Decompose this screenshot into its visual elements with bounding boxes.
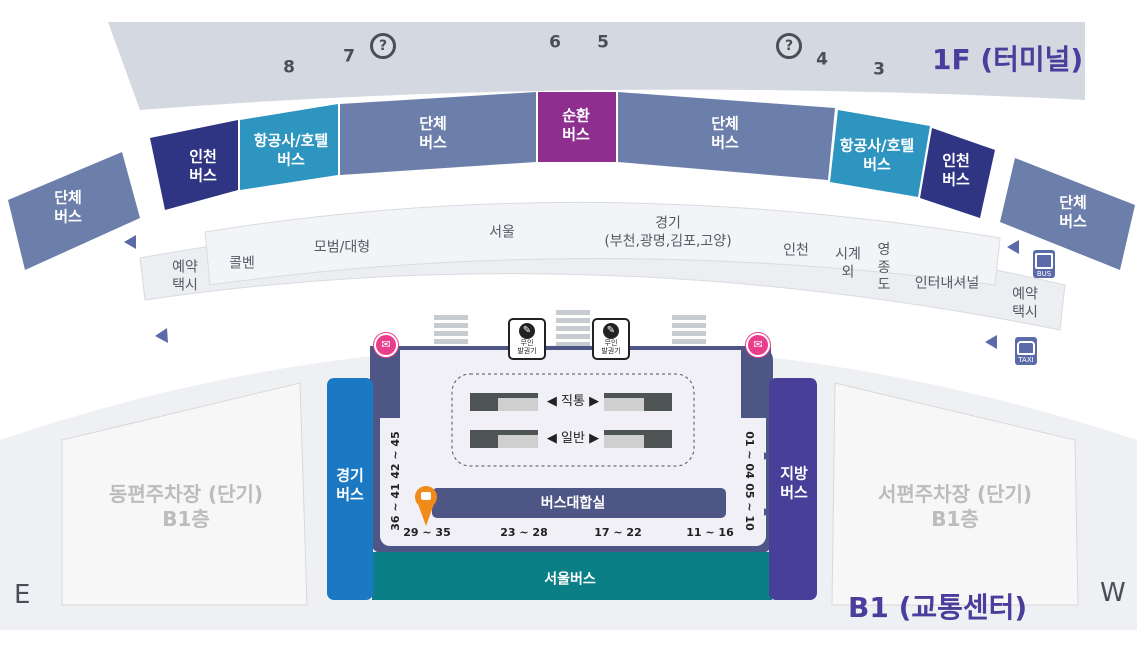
- label-shuttle: 순환 버스: [562, 106, 590, 143]
- zone-airline-hotel-left: [240, 104, 338, 190]
- zone-incheon-left: [150, 120, 238, 210]
- platform-left-1: 36 ~ 41: [389, 483, 403, 531]
- platform-bottom-2: 17 ~ 22: [594, 526, 642, 540]
- platform-markers: [374, 452, 770, 552]
- gate-6: 6: [549, 32, 561, 53]
- label-airline-hotel-left: 항공사/호텔 버스: [253, 131, 329, 168]
- label-gyeonggi-bus: 경기 버스: [336, 466, 364, 503]
- platform-bottom-1: 23 ~ 28: [500, 526, 548, 540]
- parking-east-area: [61, 382, 308, 606]
- pink-marker-left: ✉: [374, 333, 398, 357]
- label-group-center-left: 단체 버스: [419, 114, 447, 151]
- platform-right-1: 05 ~ 10: [742, 483, 756, 531]
- escalator-general-left: [470, 430, 538, 448]
- terminal-canopy: [108, 22, 1085, 110]
- label-incheon-left: 인천 버스: [189, 147, 217, 184]
- right-wall: [741, 346, 771, 418]
- platform-bottom-3: 11 ~ 16: [686, 526, 734, 540]
- label-seoul-bus: 서울버스: [544, 571, 596, 588]
- gate-7: 7: [343, 46, 355, 67]
- taxi-icon: TAXI: [1015, 337, 1037, 365]
- parking-west-area: [831, 382, 1079, 606]
- gyeonggi-bus-area: [327, 378, 373, 600]
- escalator-zone: [451, 373, 695, 467]
- label-group-bus-right: 단체 버스: [1059, 193, 1087, 230]
- label-yeongjongdo: 영 종 도: [877, 241, 891, 293]
- label-model-large: 모범/대형: [313, 239, 371, 256]
- platform-left-0: 42 ~ 45: [389, 431, 403, 479]
- bus-icon: BUS: [1033, 250, 1055, 278]
- help-icon-right[interactable]: ?: [776, 33, 802, 59]
- label-incheon-right: 인천 버스: [942, 151, 970, 188]
- label-incheon-taxi: 인천: [783, 242, 809, 259]
- label-direct: ◀ 직통 ▶: [546, 393, 600, 409]
- zone-group-bus-right: [1000, 158, 1135, 270]
- zone-airline-hotel-right: [830, 110, 930, 197]
- label-reserved-taxi-left: 예약 택시: [172, 259, 198, 294]
- direction-arrows: [124, 235, 1019, 349]
- label-gyeonggi: 경기 (부천,광명,김포,고양): [604, 215, 732, 250]
- zone-incheon-right: [920, 128, 995, 218]
- zone-group-center-left: [340, 92, 536, 175]
- kiosk-icon-left[interactable]: ✎무인 발권기: [508, 318, 546, 360]
- label-group-center-right: 단체 버스: [711, 114, 739, 151]
- label-group-bus-left: 단체 버스: [54, 188, 82, 225]
- gate-4: 4: [816, 49, 828, 70]
- escalator-general-right: [604, 430, 672, 448]
- bus-lounge-bar: [432, 488, 726, 518]
- label-outside-city: 시계 외: [835, 246, 861, 281]
- gate-8: 8: [283, 57, 295, 78]
- current-location-marker: [415, 486, 437, 526]
- taxi-lane-upper: [204, 201, 1001, 286]
- label-bus-lounge: 버스대합실: [540, 495, 606, 512]
- east-label: E: [14, 580, 31, 610]
- label-call-van: 콜벤: [229, 255, 255, 272]
- label-airline-hotel-right: 항공사/호텔 버스: [839, 136, 915, 173]
- left-wall: [370, 346, 400, 418]
- help-icon-left[interactable]: ?: [370, 33, 396, 59]
- label-reserved-taxi-right: 예약 택시: [1012, 286, 1038, 321]
- gate-5: 5: [597, 32, 609, 53]
- crosswalk-center: [556, 310, 590, 347]
- zone-group-bus-left: [8, 152, 140, 270]
- platform-right-0: 01 ~ 04: [742, 431, 756, 479]
- label-seoul: 서울: [489, 224, 515, 241]
- escalator-direct-right: [604, 393, 672, 411]
- label-regional-bus: 지방 버스: [780, 464, 808, 501]
- zone-shuttle: [538, 92, 616, 162]
- gate-3: 3: [873, 59, 885, 80]
- label-parking-west: 서편주차장 (단기) B1층: [877, 482, 1033, 531]
- escalator-direct-left: [470, 393, 538, 411]
- regional-bus-area: [769, 378, 817, 600]
- terminal-floor-title: 1F (터미널): [932, 43, 1084, 76]
- seoul-bus-area: [372, 552, 772, 600]
- label-general: ◀ 일반 ▶: [546, 430, 600, 446]
- west-label: W: [1100, 578, 1126, 608]
- pink-marker-right: ✉: [746, 333, 770, 357]
- kiosk-icon-right[interactable]: ✎무인 발권기: [592, 318, 630, 360]
- label-parking-east: 동편주차장 (단기) B1층: [108, 482, 264, 531]
- transport-center-floor-title: B1 (교통센터): [848, 591, 1028, 624]
- platform-bottom-0: 29 ~ 35: [403, 526, 451, 540]
- label-intercity: 인터내셔널: [914, 275, 980, 292]
- zone-group-center-right: [618, 92, 835, 180]
